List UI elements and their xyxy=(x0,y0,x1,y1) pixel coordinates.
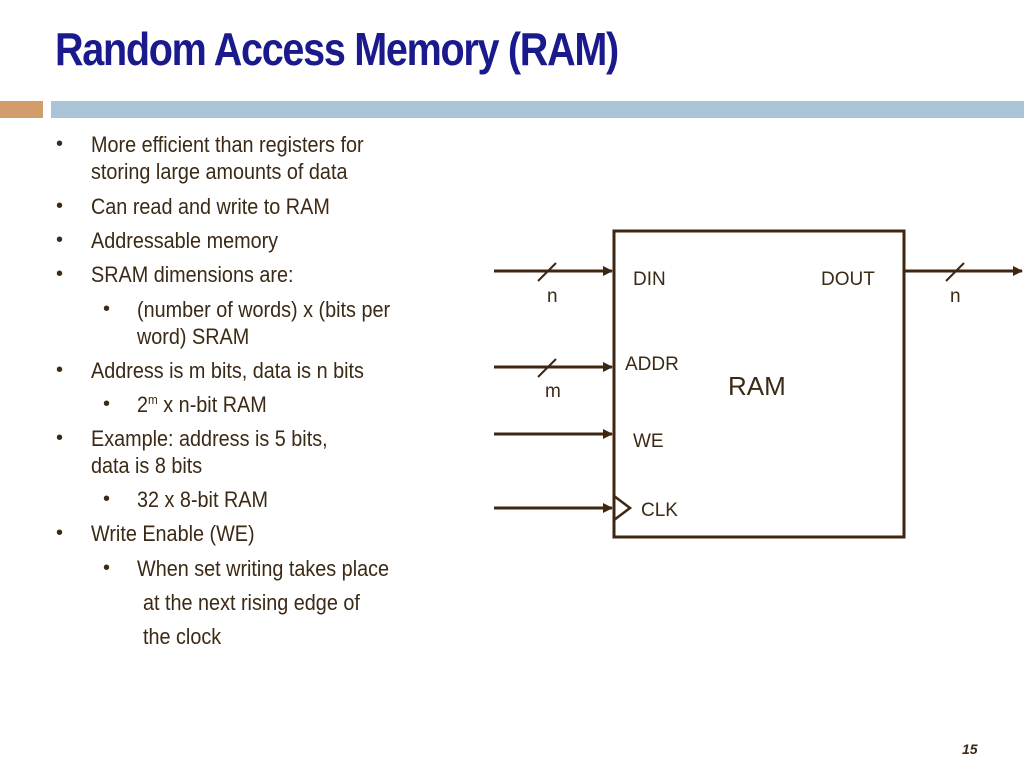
bullet-text: Can read and write to RAM xyxy=(91,194,330,219)
bullet-text: storing large amounts of data xyxy=(91,159,348,184)
exponent-superscript: m xyxy=(148,392,158,407)
port-label-dout: DOUT xyxy=(821,269,875,290)
port-label-addr: ADDR xyxy=(625,354,679,375)
bullet-marker: • xyxy=(56,263,64,285)
ram-block xyxy=(612,229,906,539)
bullet-text: Addressable memory xyxy=(91,228,279,253)
bullet-text: More efficient than registers for xyxy=(91,132,364,157)
bullet-text: Example: address is 5 bits, xyxy=(91,426,328,451)
sub-bullet-text: (number of words) x (bits per xyxy=(137,297,391,322)
clock-edge-icon xyxy=(613,495,633,521)
addr-bus-slash xyxy=(537,358,557,378)
sub-bullet-marker: • xyxy=(103,393,111,415)
sub-bullet-marker: • xyxy=(103,298,111,320)
bullet-marker: • xyxy=(56,522,64,544)
sub-bullet-marker: • xyxy=(103,488,111,510)
bullet-list: • More efficient than registers for stor… xyxy=(0,0,470,700)
sub-bullet-text: When set writing takes place xyxy=(137,556,390,581)
bullet-text: Write Enable (WE) xyxy=(91,521,255,546)
sub-bullet-text: the clock xyxy=(143,624,222,649)
exponent-rest: x n-bit RAM xyxy=(157,392,267,417)
sub-bullet-text: word) SRAM xyxy=(137,324,250,349)
dout-width-label: n xyxy=(950,286,961,307)
port-label-clk: CLK xyxy=(641,500,678,521)
bullet-marker: • xyxy=(56,427,64,449)
bullet-text: data is 8 bits xyxy=(91,453,203,478)
addr-width-label: m xyxy=(545,381,561,402)
sub-bullet-text: 32 x 8-bit RAM xyxy=(137,487,268,512)
page-number: 15 xyxy=(962,741,978,757)
bullet-marker: • xyxy=(56,195,64,217)
exponent-base: 2 xyxy=(137,392,149,417)
bullet-text: SRAM dimensions are: xyxy=(91,262,294,287)
title-rule-accent xyxy=(0,101,43,118)
sub-bullet-text: 2m x n-bit RAM xyxy=(137,391,267,418)
bullet-text: Address is m bits, data is n bits xyxy=(91,358,364,383)
dout-bus-slash xyxy=(945,262,965,282)
bullet-marker: • xyxy=(56,133,64,155)
sub-bullet-text: at the next rising edge of xyxy=(143,590,360,615)
slide-title: Random Access Memory (RAM) xyxy=(55,23,619,75)
din-bus-slash xyxy=(537,262,557,282)
sub-bullet-marker: • xyxy=(103,557,111,579)
bullet-marker: • xyxy=(56,229,64,251)
block-label-ram: RAM xyxy=(728,371,786,401)
din-width-label: n xyxy=(547,286,558,307)
port-label-din: DIN xyxy=(633,269,666,290)
title-rule-bar xyxy=(51,101,1024,118)
port-label-we: WE xyxy=(633,431,664,452)
bullet-marker: • xyxy=(56,359,64,381)
